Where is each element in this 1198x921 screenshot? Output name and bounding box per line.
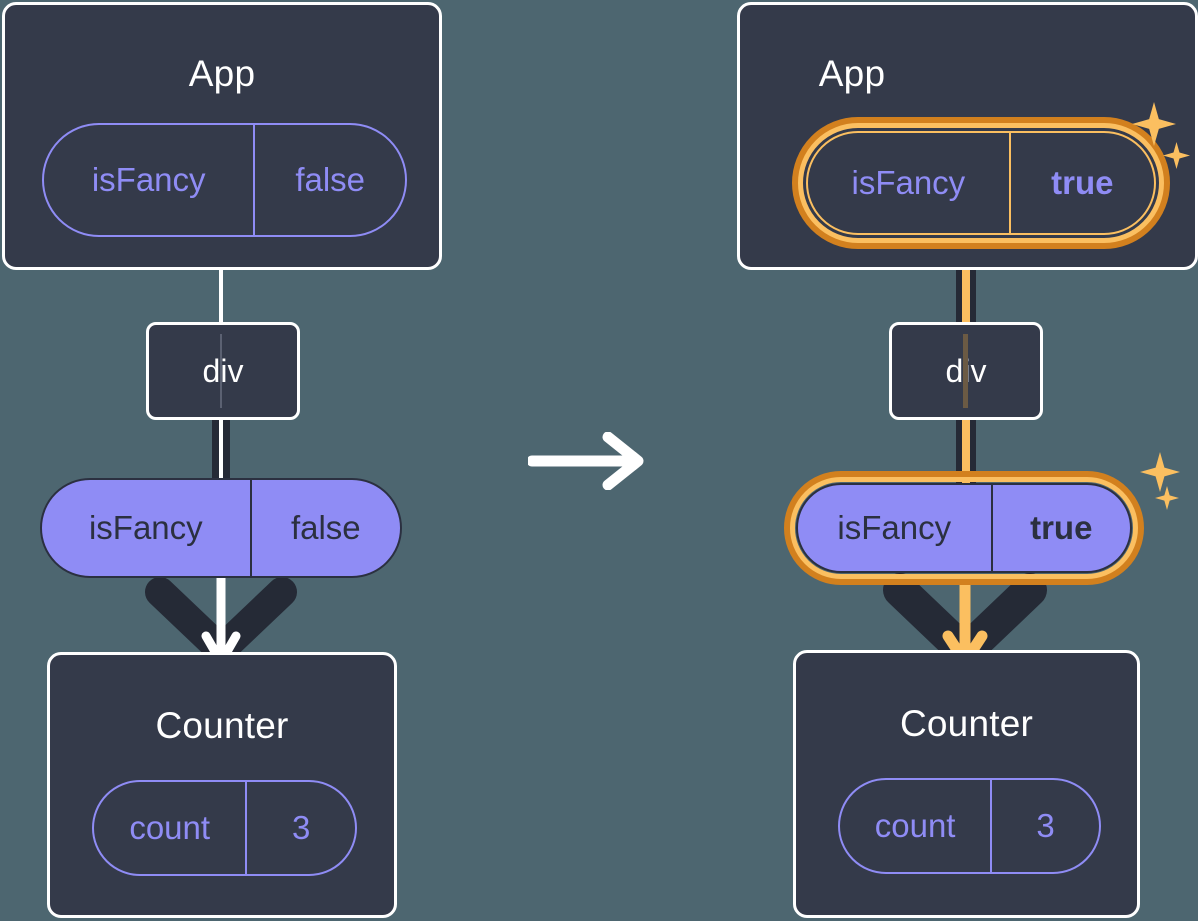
connector-through-div-after xyxy=(963,334,968,408)
div-node-before: div xyxy=(146,322,300,420)
app-state-pill-before: isFancy false xyxy=(42,123,407,237)
app-component-before: App isFancy false xyxy=(2,2,442,270)
div-node-label-before: div xyxy=(202,352,244,389)
app-component-after: App isFancy true xyxy=(737,2,1198,270)
app-state-value-after: true xyxy=(1008,133,1154,233)
app-state-key-before: isFancy xyxy=(91,161,206,198)
counter-component-before: Counter count 3 xyxy=(47,652,397,918)
app-state-pill-after: isFancy true xyxy=(806,131,1156,235)
counter-component-after: Counter count 3 xyxy=(793,650,1140,918)
sparkle-icon-prop-small-after xyxy=(1155,486,1179,510)
app-title-before: App xyxy=(188,53,256,94)
counter-state-key-after: count xyxy=(874,807,956,844)
transition-arrow-icon xyxy=(528,432,644,490)
prop-pill-key-after: isFancy xyxy=(837,509,952,546)
prop-pill-key-before: isFancy xyxy=(88,509,203,546)
prop-pill-value-before: false xyxy=(249,480,400,576)
connector-app-to-div-before xyxy=(219,268,223,324)
counter-state-key-before: count xyxy=(129,809,211,846)
connector-through-div-before xyxy=(220,334,222,408)
counter-state-value-before: 3 xyxy=(245,782,355,874)
counter-title-before: Counter xyxy=(155,705,289,746)
arrow-leg-right-after xyxy=(948,573,1047,669)
connector-div-to-prop-core-after xyxy=(962,418,970,484)
counter-title-after: Counter xyxy=(899,703,1034,744)
sparkle-icon-prop-large-after xyxy=(1140,452,1180,492)
prop-pill-after: isFancy true xyxy=(796,483,1132,573)
connector-div-to-prop-core-before xyxy=(219,420,223,482)
counter-state-pill-before: count 3 xyxy=(92,780,357,876)
prop-pill-value-after: true xyxy=(990,485,1130,571)
arrow-leg-right-before xyxy=(206,577,297,665)
counter-state-value-after: 3 xyxy=(990,780,1099,872)
prop-pill-before: isFancy false xyxy=(40,478,402,578)
counter-state-pill-after: count 3 xyxy=(838,778,1101,874)
app-title-after: App xyxy=(818,53,886,94)
arrow-leg-left-after xyxy=(883,573,982,669)
arrow-leg-left-before xyxy=(145,577,236,665)
app-state-key-after: isFancy xyxy=(851,164,966,201)
app-state-value-before: false xyxy=(253,125,405,235)
